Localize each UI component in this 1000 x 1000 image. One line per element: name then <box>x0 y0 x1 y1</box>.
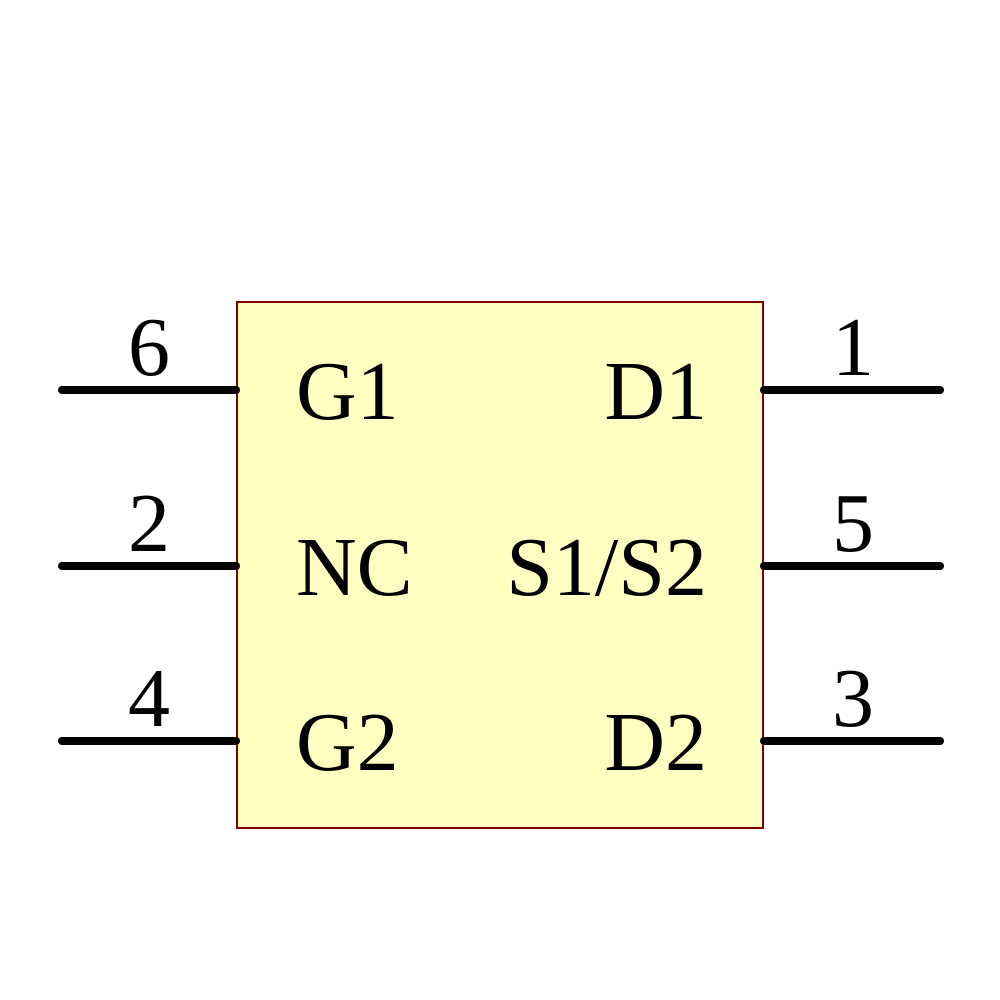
pin-name-d2: D2 <box>604 696 707 789</box>
pin-name-g2: G2 <box>296 696 399 789</box>
pin-name-d1: D1 <box>604 345 707 438</box>
pin-name-s1-s2: S1/S2 <box>506 521 707 614</box>
pin-number-1: 1 <box>832 301 874 394</box>
pin-number-5: 5 <box>832 477 874 570</box>
pin-number-3: 3 <box>832 652 874 745</box>
pin-number-4: 4 <box>128 652 170 745</box>
pin-name-nc: NC <box>296 521 413 614</box>
component-body <box>236 301 764 829</box>
pin-name-g1: G1 <box>296 345 399 438</box>
pin-number-6: 6 <box>128 301 170 394</box>
pin-number-2: 2 <box>128 477 170 570</box>
